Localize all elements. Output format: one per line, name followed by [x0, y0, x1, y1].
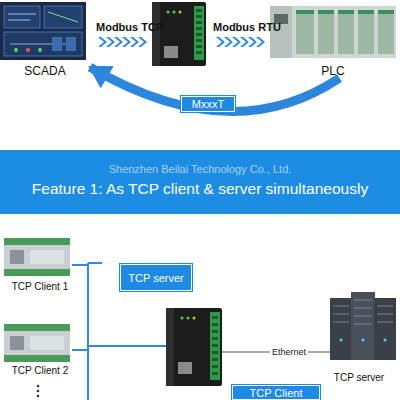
continuation-dots	[37, 385, 40, 398]
return-arrow	[90, 67, 340, 111]
client-node: TCP Client 1	[0, 232, 80, 294]
node-label: TCP server	[334, 371, 384, 385]
gateway-device	[166, 308, 222, 386]
gateway-device	[152, 2, 206, 66]
client-plc	[4, 238, 70, 276]
server-stack	[330, 292, 396, 360]
mode-tag: TCP Client	[232, 385, 320, 400]
plc-node: PLC	[268, 0, 398, 78]
watermark: Shenzhen Beilai Technology Co., Ltd.	[0, 162, 400, 176]
product-tag: MxxxT	[181, 96, 235, 112]
node-label: TCP Client 2	[12, 364, 69, 378]
feature-band	[0, 150, 400, 214]
node-label: TCP Client	[250, 386, 303, 400]
node-label: MxxxT	[192, 97, 224, 111]
protocol-label: Modbus TCP	[96, 20, 163, 34]
plc-rack	[270, 6, 396, 58]
server-node: TCP server	[318, 290, 400, 385]
scada-node: SCADA	[0, 0, 90, 78]
client-plc	[4, 324, 70, 362]
mode-tag: TCP server	[120, 264, 192, 291]
node-label: TCP Client 1	[12, 280, 69, 294]
feature-title: Feature 1: As TCP client & server simult…	[0, 180, 400, 198]
scada-screen	[0, 2, 86, 60]
protocol-label: Modbus RTU	[213, 20, 281, 34]
node-label: SCADA	[24, 64, 65, 78]
client-node: TCP Client 2	[0, 318, 80, 378]
link-label: Ethernet	[270, 345, 308, 359]
node-label: TCP server	[128, 271, 183, 285]
node-label: PLC	[321, 64, 344, 78]
